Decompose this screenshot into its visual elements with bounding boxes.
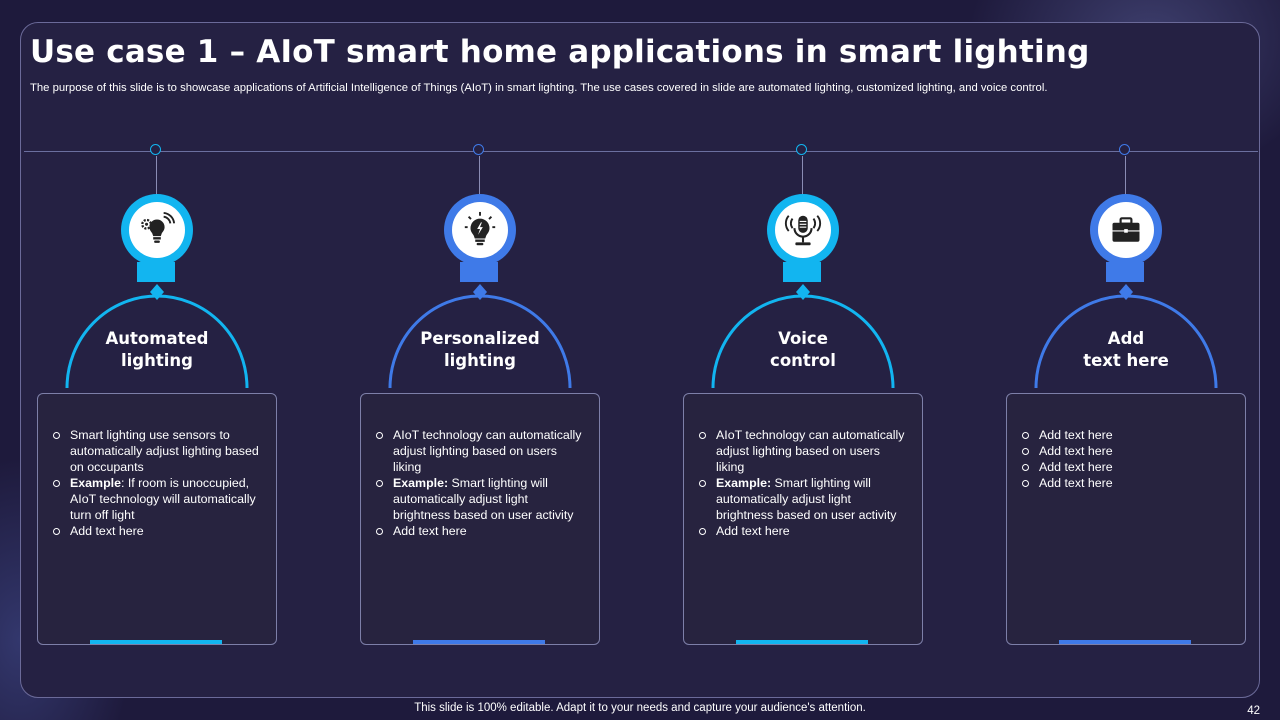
card-title: Automated lighting: [105, 329, 209, 370]
light-bulb-icon: [464, 211, 496, 246]
list-item: AIoT technology can automatically adjust…: [698, 427, 908, 475]
use-case-card: AIoT technology can automatically adjust…: [683, 393, 923, 645]
icon-stem: [137, 262, 175, 282]
list-item: AIoT technology can automatically adjust…: [375, 427, 585, 475]
icon-badge: [121, 194, 193, 266]
list-item: Add text here: [698, 523, 908, 539]
connector-line: [479, 156, 480, 196]
card-title: Voice control: [770, 329, 836, 370]
timeline-line: [24, 151, 1258, 152]
title-arc: [711, 284, 895, 389]
card-accent-bar: [90, 640, 222, 644]
microphone-icon: [784, 215, 822, 246]
use-case-card: Add text here Add text here Add text her…: [1006, 393, 1246, 645]
use-case-column-add-text: Add text here Add text here Add text her…: [1006, 0, 1246, 720]
card-accent-bar: [413, 640, 545, 644]
footer-note: This slide is 100% editable. Adapt it to…: [414, 702, 866, 714]
list-item: Add text here: [52, 523, 262, 539]
timeline-dot: [473, 144, 484, 155]
bullet-list: Smart lighting use sensors to automatica…: [52, 427, 262, 539]
icon-stem: [460, 262, 498, 282]
slide-subtitle: The purpose of this slide is to showcase…: [30, 82, 1048, 94]
use-case-column-personalized: Personalized lighting AIoT technology ca…: [360, 0, 600, 720]
connector-line: [1125, 156, 1126, 196]
smart-bulb-icon: [141, 211, 176, 243]
icon-stem: [783, 262, 821, 282]
connector-line: [802, 156, 803, 196]
timeline-dot: [796, 144, 807, 155]
use-case-card: Smart lighting use sensors to automatica…: [37, 393, 277, 645]
list-item: Add text here: [1021, 443, 1231, 459]
list-item: Example: If room is unoccupied, AIoT tec…: [52, 475, 262, 523]
card-accent-bar: [736, 640, 868, 644]
title-arc: [1034, 284, 1218, 389]
title-arc: [388, 284, 572, 389]
list-item: Add text here: [1021, 427, 1231, 443]
timeline-dot: [150, 144, 161, 155]
icon-stem: [1106, 262, 1144, 282]
page-number: 42: [1247, 705, 1260, 717]
use-case-card: AIoT technology can automatically adjust…: [360, 393, 600, 645]
bullet-list: Add text here Add text here Add text her…: [1021, 427, 1231, 491]
icon-badge: [767, 194, 839, 266]
icon-badge: [444, 194, 516, 266]
use-case-column-voice: Voice control AIoT technology can automa…: [683, 0, 923, 720]
list-item: Add text here: [1021, 475, 1231, 491]
list-item: Smart lighting use sensors to automatica…: [52, 427, 262, 475]
timeline-dot: [1119, 144, 1130, 155]
slide-title: Use case 1 – AIoT smart home application…: [30, 34, 1090, 70]
card-accent-bar: [1059, 640, 1191, 644]
list-item: Example: Smart lighting will automatical…: [375, 475, 585, 523]
card-title: Personalized lighting: [420, 329, 540, 370]
icon-badge: [1090, 194, 1162, 266]
list-item: Add text here: [375, 523, 585, 539]
title-arc: [65, 284, 249, 389]
bullet-list: AIoT technology can automatically adjust…: [698, 427, 908, 539]
list-item: Add text here: [1021, 459, 1231, 475]
list-item: Example: Smart lighting will automatical…: [698, 475, 908, 523]
bullet-list: AIoT technology can automatically adjust…: [375, 427, 585, 539]
use-case-column-automated: Automated lighting Smart lighting use se…: [37, 0, 277, 720]
briefcase-icon: [1112, 217, 1140, 242]
connector-line: [156, 156, 157, 196]
card-title: Add text here: [1083, 329, 1169, 370]
